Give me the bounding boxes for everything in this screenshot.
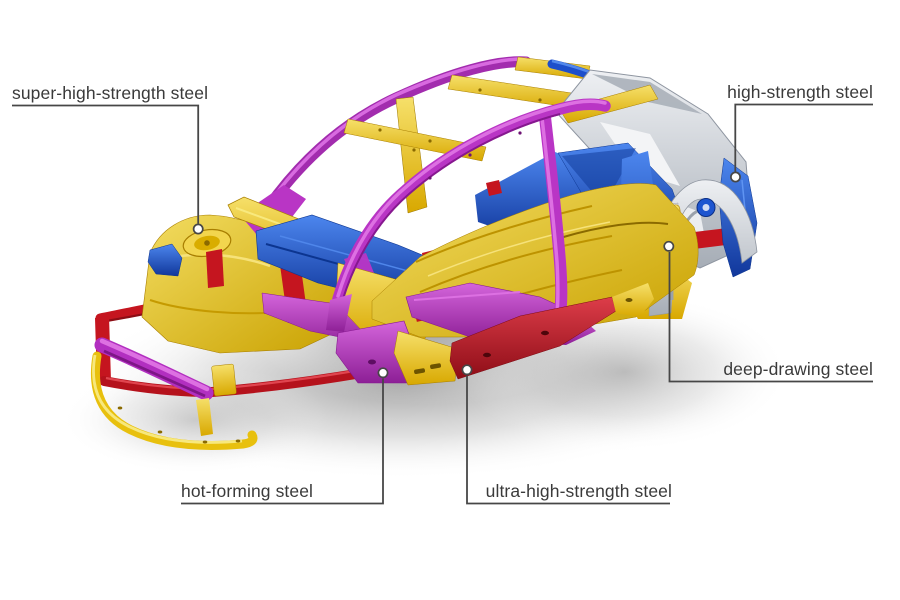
label-ultra-high-strength-steel: ultra-high-strength steel [485,481,672,501]
sill-hole [368,359,376,365]
rail-red-clip [486,180,502,196]
arc-stay [196,398,213,436]
jack-slot [414,368,426,375]
anchor-high-strength [730,171,741,183]
anchor-hot-forming [377,367,389,379]
leader-ultra-high-strength [466,375,670,505]
quarter-shade [562,148,636,206]
sill-hole [541,330,549,336]
rail-holes [428,131,522,180]
floor-rib [415,205,593,263]
bumper-beam [94,337,214,401]
floor-rib [419,235,613,293]
anchor-super-high-strength [192,223,204,235]
leader-deep-drawing [668,252,873,383]
anchor-ultra-high-strength [461,364,473,376]
label-deep-drawing-steel: deep-drawing steel [723,359,873,379]
bumper-beam-shade [103,349,206,398]
apron-blue-brace [147,243,183,277]
sill-yellow-jack-section [393,330,459,386]
label-hot-forming-steel: hot-forming steel [181,481,314,501]
roof-rail-near-highlight [336,99,607,298]
leader-super-high-strength [12,104,200,224]
seat-riser-shade [559,221,669,239]
leader-lines [12,103,873,505]
sill-hole [625,298,633,302]
fastener-holes [378,88,542,152]
sill-red-ultra-high-strength [449,296,617,380]
sill-yellow-end [612,283,654,317]
tunnel-highlight [413,291,521,301]
leader-high-strength [734,103,873,172]
bumper-beam-highlight [99,338,210,392]
a-pillar-base [326,294,352,332]
strut-mount-center [702,204,710,211]
apron-red-post [206,249,224,288]
shadow-blob [60,365,330,475]
floor-highlight [427,221,611,277]
roof-rail-near-shade [341,113,561,303]
leader-hot-forming [181,378,384,505]
jack-slot [430,363,442,370]
arc-holes [117,406,241,444]
label-super-high-strength-steel: super-high-strength steel [12,83,209,103]
rail-bracket [211,363,237,397]
sill-hole [483,352,491,358]
near-side-structure [326,98,654,386]
arc-highlight [92,354,243,444]
label-high-strength-steel: high-strength steel [727,82,873,102]
anchor-deep-drawing [663,240,675,252]
